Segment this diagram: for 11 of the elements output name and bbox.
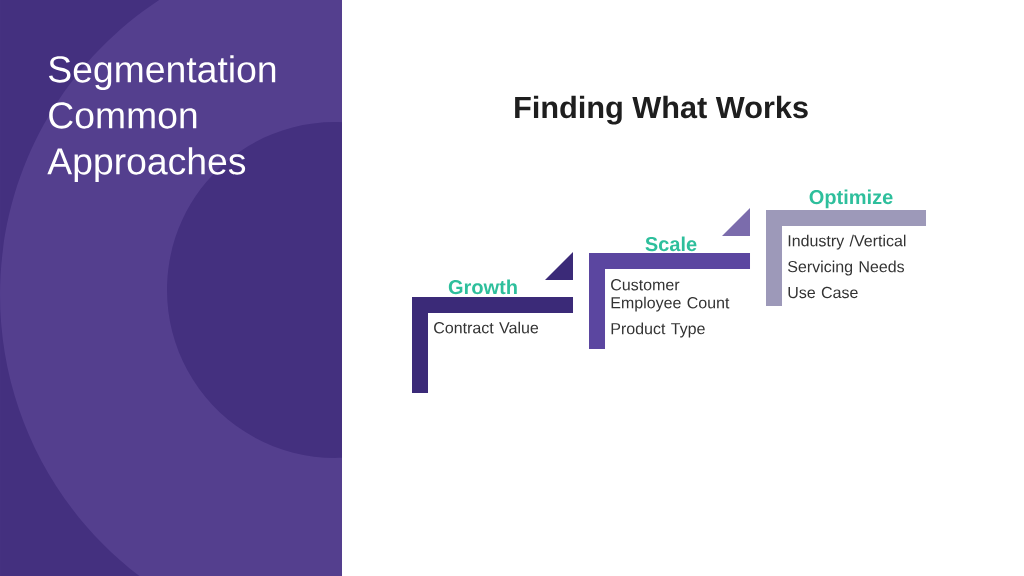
list-item: Product Type	[611, 322, 705, 338]
step-heading: Growth	[448, 279, 517, 295]
section-heading: Finding What Works	[515, 95, 808, 125]
slide-title: Segmentation Common Approaches	[47, 55, 276, 182]
list-item: Servicing Needs	[788, 260, 905, 276]
list-item: Contract Value	[434, 321, 539, 334]
step-heading: Scale	[645, 236, 697, 252]
step-heading: Optimize	[809, 189, 893, 209]
list-item: Use Case	[788, 286, 858, 299]
list-item: Customer Employee Count	[611, 279, 730, 312]
list-item: Industry /Vertical	[788, 234, 906, 250]
